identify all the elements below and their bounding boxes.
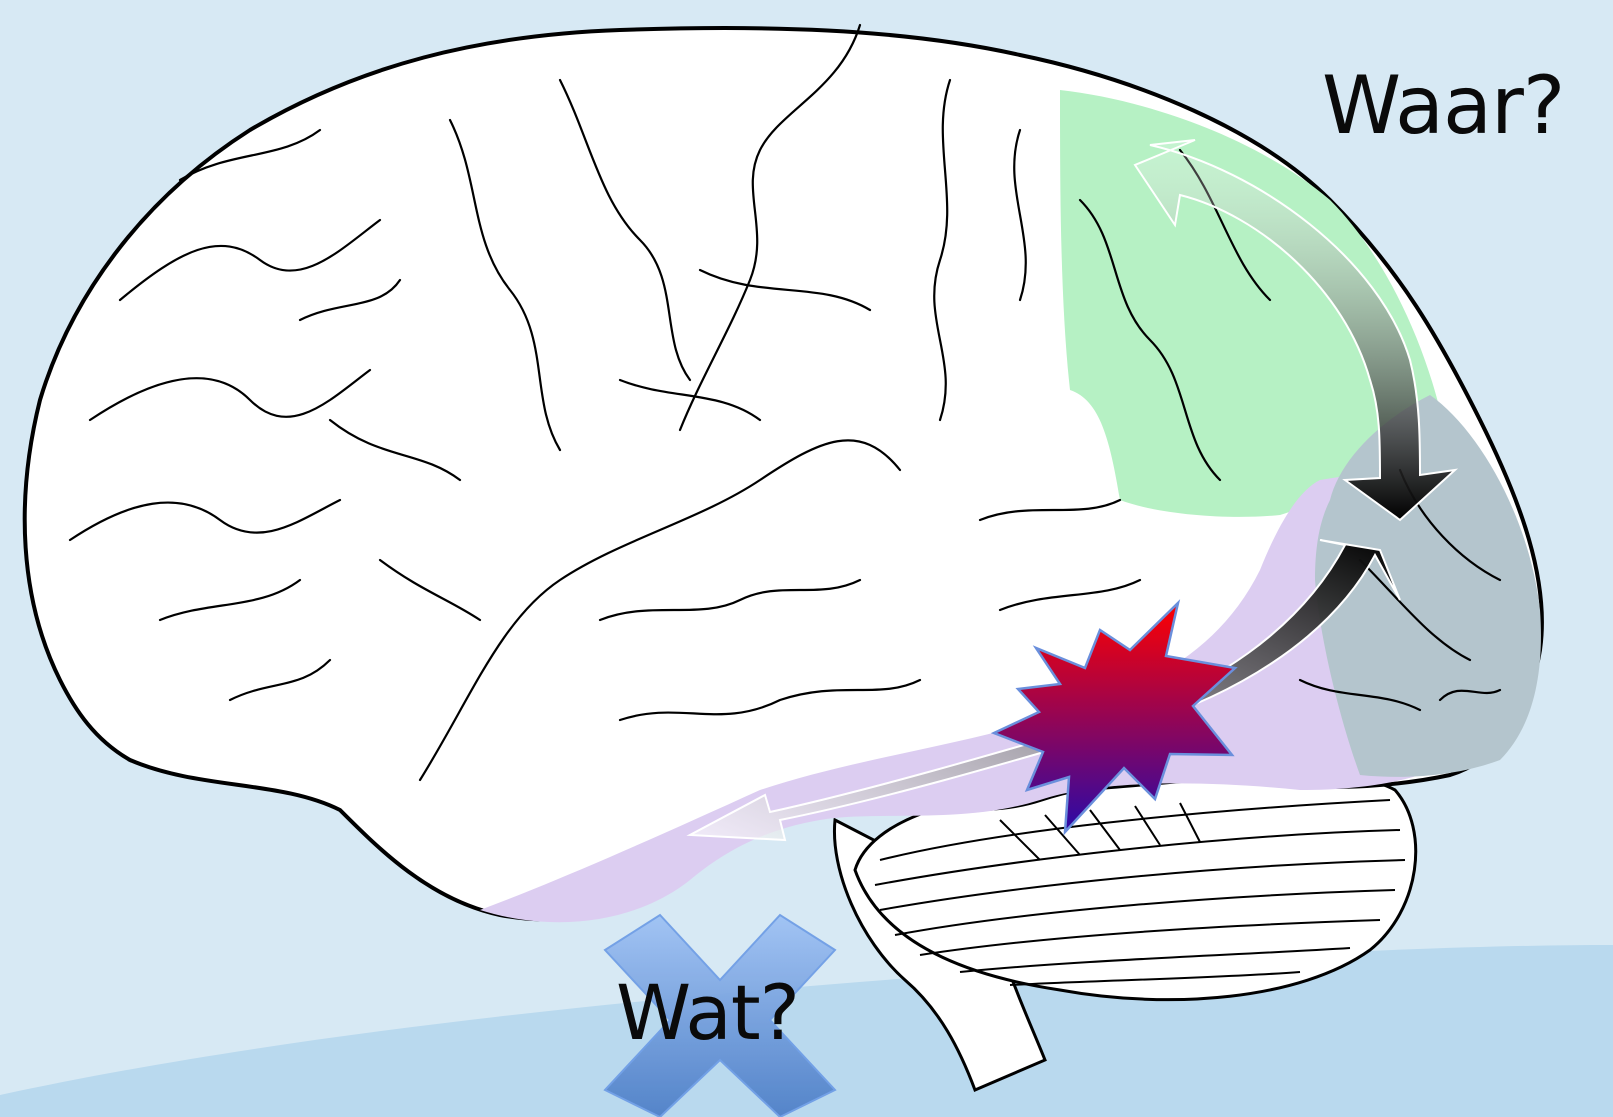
where-label: Waar?: [1322, 66, 1564, 146]
what-label: Wat?: [616, 975, 799, 1051]
